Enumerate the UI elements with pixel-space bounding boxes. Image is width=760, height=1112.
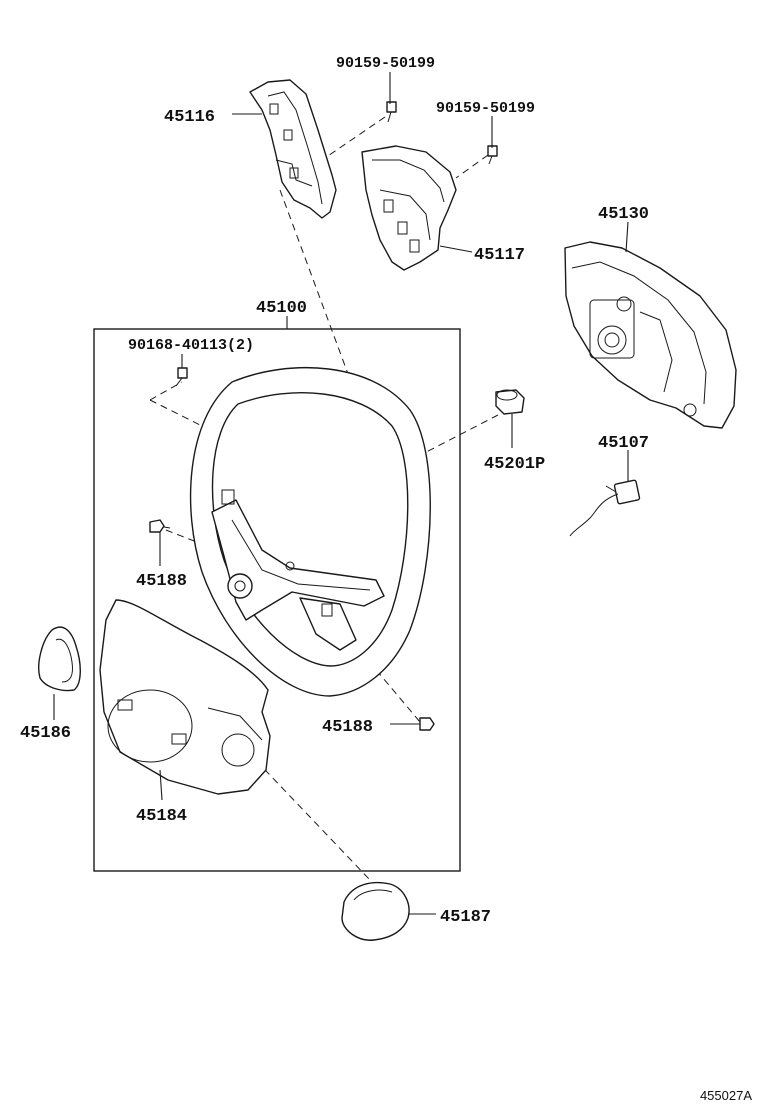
label-assembly: 45100 (256, 299, 307, 318)
label-cover-right: 45117 (474, 246, 525, 265)
label-wire: 45107 (598, 434, 649, 453)
screw-90168-40113 (175, 367, 188, 387)
label-ring: 45186 (20, 724, 71, 743)
label-bolt-top-1: 90159-50199 (336, 55, 435, 72)
label-cover-left: 45116 (164, 108, 215, 127)
lower-cover-45184 (99, 599, 271, 795)
label-bolt-left: 45188 (136, 572, 187, 591)
assembly-frame (93, 328, 461, 872)
damper-45201P (495, 389, 525, 415)
label-bolt-top-2: 90159-50199 (436, 100, 535, 117)
airbag-45130 (564, 241, 737, 429)
ring-45186 (38, 626, 81, 692)
label-airbag: 45130 (598, 205, 649, 224)
steering-wheel-45100 (189, 366, 431, 697)
bolt-45188-left (149, 519, 171, 533)
bolt-45188-lower (419, 717, 435, 731)
bolt-top-2 (487, 145, 498, 165)
cap-45187 (341, 881, 410, 941)
label-lower-cover: 45184 (136, 807, 187, 826)
cover-right-45117 (361, 145, 457, 271)
label-screw-set: 90168-40113(2) (128, 337, 254, 354)
label-cap: 45187 (440, 908, 491, 927)
bolt-top-1 (386, 101, 397, 123)
label-damper: 45201P (484, 455, 545, 474)
wire-45107 (569, 479, 641, 537)
cover-left-45116 (249, 79, 337, 219)
reference-code: 455027A (700, 1088, 752, 1103)
label-bolt-lower: 45188 (322, 718, 373, 737)
leader-lines (53, 72, 629, 915)
